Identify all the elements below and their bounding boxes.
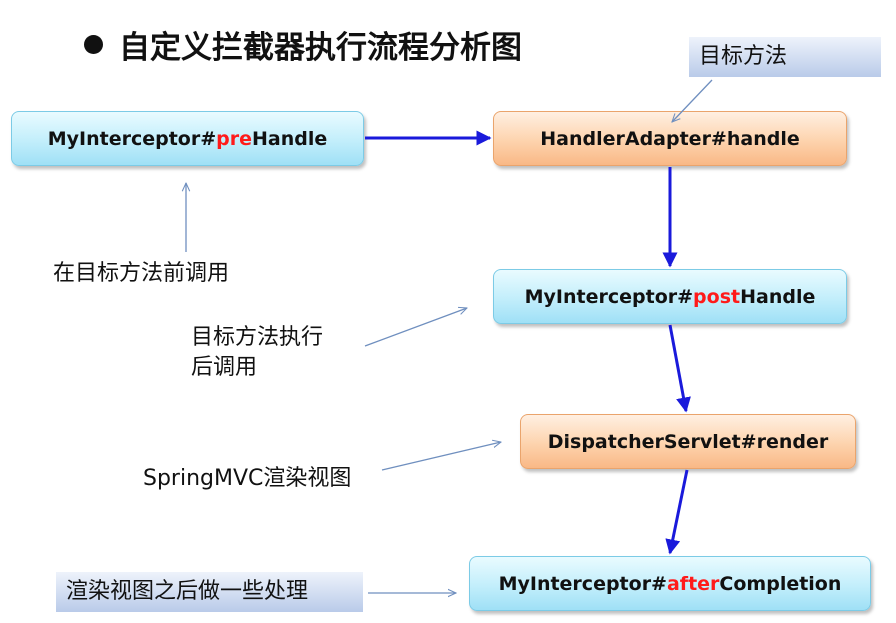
after-completion-prefix: MyInterceptor# [498, 572, 667, 595]
render-view-label: SpringMVC渲染视图 [143, 464, 351, 494]
posthandle-suffix: Handle [740, 285, 816, 308]
pointer-arrow-target-method [672, 79, 713, 122]
after-render-label: 渲染视图之后做一些处理 [56, 572, 363, 612]
render-view-text: SpringMVC渲染视图 [143, 466, 352, 491]
flow-arrow-post-to-render [668, 324, 691, 413]
after-completion-suffix: Completion [719, 572, 842, 595]
before-target-text: 在目标方法前调用 [53, 261, 230, 286]
title-text: 自定义拦截器执行流程分析图 [119, 29, 522, 66]
target-method-label: 目标方法 [689, 37, 881, 77]
prehandle-prefix: MyInterceptor# [47, 127, 217, 150]
posthandle-highlight: post [693, 285, 741, 308]
handler-adapter-text: HandlerAdapter#handle [540, 127, 800, 150]
posthandle-prefix: MyInterceptor# [524, 285, 694, 308]
pointer-arrow-render-view [381, 442, 501, 471]
page-title: 自定义拦截器执行流程分析图 [84, 22, 522, 66]
bullet-icon [84, 34, 103, 54]
target-method-text: 目标方法 [699, 44, 788, 69]
prehandle-highlight: pre [216, 127, 252, 150]
before-target-label: 在目标方法前调用 [53, 259, 229, 289]
flow-arrow-render-to-after [665, 469, 689, 555]
after-target-line1: 目标方法执行 [191, 325, 324, 350]
handler-adapter-box: HandlerAdapter#handle [493, 111, 847, 166]
prehandle-suffix: Handle [252, 127, 328, 150]
after-render-text: 渲染视图之后做一些处理 [66, 579, 309, 604]
render-box: DispatcherServlet#render [520, 414, 856, 469]
pointer-arrow-after-target [364, 308, 467, 347]
after-completion-highlight: after [666, 572, 720, 595]
after-target-line2: 后调用 [191, 355, 258, 380]
after-target-label: 目标方法执行 后调用 [191, 323, 323, 383]
render-text: DispatcherServlet#render [547, 430, 829, 453]
